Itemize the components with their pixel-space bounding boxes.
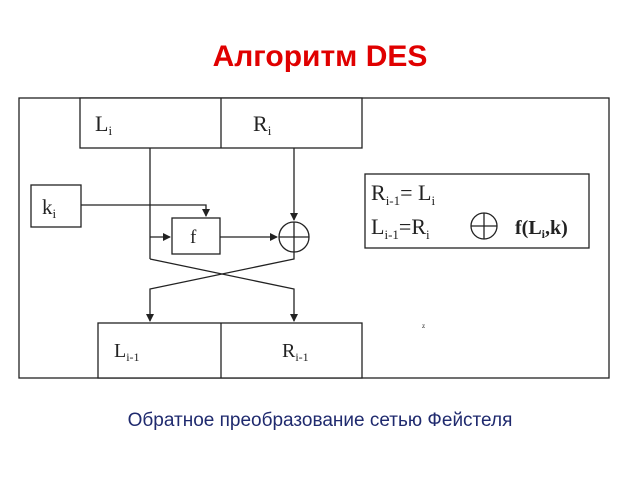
bottom-block — [97, 322, 363, 379]
top-right-label: Ri — [253, 111, 272, 138]
top-left-label: Li — [95, 111, 112, 138]
formula-function: f(Li,k) — [515, 217, 568, 241]
key-box — [30, 184, 82, 228]
cross-line-2 — [146, 252, 295, 322]
formula-line-2: Li-1=Ri — [371, 214, 430, 242]
formula-line-1: Ri-1= Li — [371, 180, 436, 208]
bottom-right-label: Ri-1 — [282, 340, 309, 364]
stray-mark: z — [422, 322, 425, 330]
function-box — [171, 217, 221, 255]
cross-line-1 — [149, 258, 298, 322]
key-label: ki — [42, 195, 57, 221]
function-label: f — [190, 227, 197, 248]
key-arrow — [81, 204, 210, 217]
slide-caption: Обратное преобразование сетью Фейстеля — [127, 410, 513, 431]
bottom-left-label: Li-1 — [114, 340, 140, 364]
slide-title: Алгоритм DES — [212, 40, 428, 73]
